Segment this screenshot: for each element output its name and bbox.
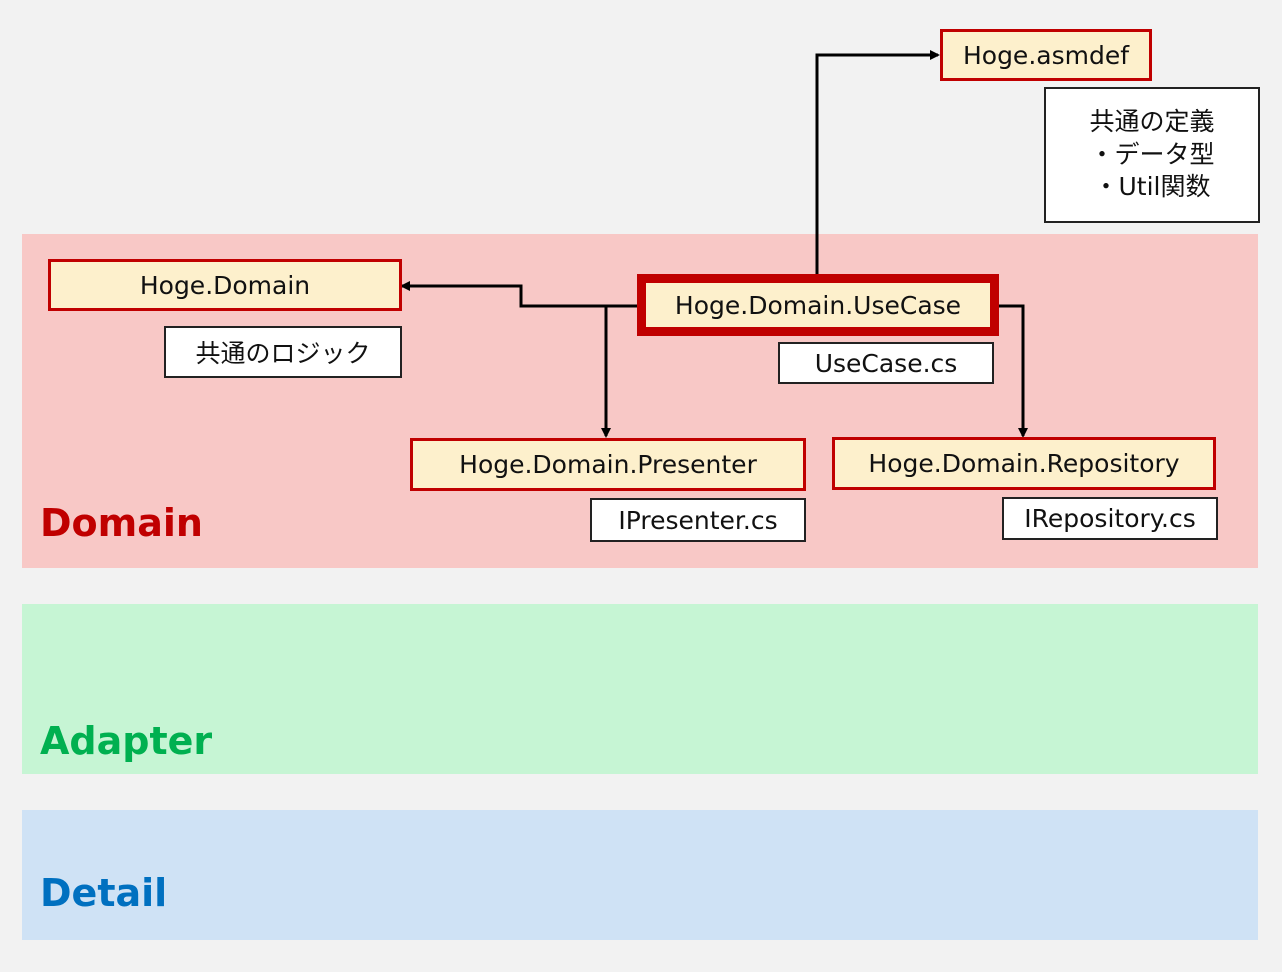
arrow-usecase-to-asmdef xyxy=(815,50,940,278)
domain-assembly-box: Hoge.Domain xyxy=(48,259,402,311)
asmdef-note-line: ・データ型 xyxy=(1089,139,1215,169)
repository-note: IRepository.cs xyxy=(1002,497,1218,540)
asmdef-note: 共通の定義 ・データ型 ・Util関数 xyxy=(1044,87,1260,223)
domain-layer-label: Domain xyxy=(40,501,203,545)
adapter-layer-label: Adapter xyxy=(40,719,213,763)
usecase-assembly-box: Hoge.Domain.UseCase xyxy=(637,274,999,336)
asmdef-note-line: ・Util関数 xyxy=(1093,172,1211,202)
presenter-note: IPresenter.cs xyxy=(590,498,806,542)
asmdef-note-line: 共通の定義 xyxy=(1089,107,1215,137)
presenter-assembly-box: Hoge.Domain.Presenter xyxy=(410,438,806,491)
arrow-usecase-to-repository xyxy=(996,304,1028,438)
detail-layer-label: Detail xyxy=(40,871,168,915)
asmdef-box: Hoge.asmdef xyxy=(940,29,1152,81)
domain-note: 共通のロジック xyxy=(164,326,402,378)
detail-layer-band: Detail xyxy=(22,810,1258,940)
usecase-note: UseCase.cs xyxy=(778,342,994,384)
arrow-usecase-to-domain xyxy=(400,281,637,308)
adapter-layer-band: Adapter xyxy=(22,604,1258,774)
repository-assembly-box: Hoge.Domain.Repository xyxy=(832,437,1216,490)
